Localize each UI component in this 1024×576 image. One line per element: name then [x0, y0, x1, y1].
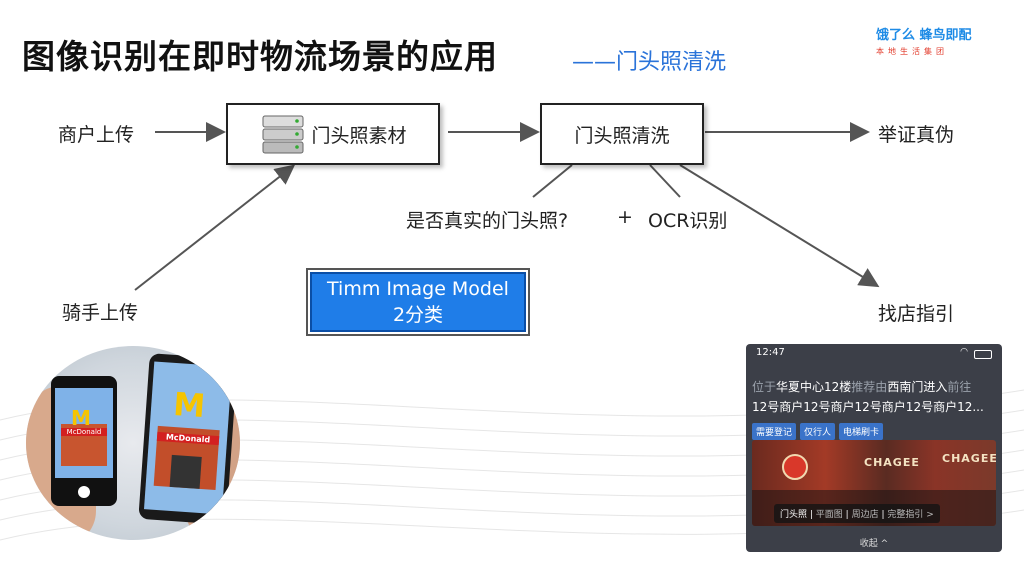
- location-place: 华夏中心12楼: [776, 380, 852, 394]
- phone-left: McDonald M: [51, 376, 117, 506]
- model-name: Timm Image Model: [327, 278, 509, 300]
- phone-right: McDonald M: [138, 353, 238, 525]
- page-title: 图像识别在即时物流场景的应用: [22, 37, 498, 76]
- label-plus: +: [617, 206, 633, 228]
- line-cleaning-to-ocr: [649, 164, 681, 198]
- image-tabs: 门头照 | 平面图 | 周边店 | 完整指引 >: [774, 504, 940, 523]
- phone-photo: McDonald M McDonald M: [26, 346, 240, 540]
- server-icon: [262, 115, 304, 154]
- timm-model-box: Timm Image Model 2分类: [306, 268, 530, 336]
- location-prefix: 位于: [752, 380, 777, 394]
- store-guide-card: 12:47 ◠ 位于华夏中心12楼推荐由西南门进入前往 12号商户12号商户12…: [746, 344, 1002, 552]
- label-rider-upload: 骑手上传: [62, 302, 139, 324]
- location-recommend: 推荐由: [851, 380, 888, 394]
- logo-text: 饿了么 蜂鸟即配: [876, 28, 972, 43]
- brand-logo: 饿了么 蜂鸟即配 本地生活集团: [876, 24, 996, 64]
- location-goto: 前往: [947, 380, 972, 394]
- tab-full-guide[interactable]: 完整指引 >: [887, 510, 934, 520]
- chagee-sign-2: CHAGEE: [942, 452, 996, 465]
- mcd-sign-left: McDonald: [61, 428, 107, 436]
- cleaning-label: 门头照清洗: [574, 124, 670, 147]
- material-box: 门头照素材: [226, 103, 440, 165]
- location-line: 位于华夏中心12楼推荐由西南门进入前往: [752, 378, 971, 395]
- tab-storefront[interactable]: 门头照: [780, 510, 808, 520]
- logo-subtext: 本地生活集团: [876, 47, 948, 56]
- status-bar: 12:47 ◠: [756, 347, 992, 361]
- label-ocr: OCR识别: [648, 210, 728, 232]
- arrow-cleaning-to-store-guide: [679, 164, 880, 288]
- tab-floor-plan[interactable]: 平面图: [815, 510, 843, 520]
- tab-nearby[interactable]: 周边店: [851, 510, 879, 520]
- tag-registration: 需要登记: [752, 423, 797, 440]
- label-merchant-upload: 商户上传: [58, 124, 135, 146]
- cleaning-box: 门头照清洗: [540, 103, 704, 165]
- status-time: 12:47: [756, 347, 785, 358]
- arrow-rider-to-material: [134, 164, 296, 291]
- store-list-line: 12号商户12号商户12号商户12号商户12...: [752, 400, 984, 414]
- label-store-guide: 找店指引: [878, 303, 955, 325]
- collapse-button[interactable]: 收起 ^: [859, 539, 889, 549]
- tag-elevator: 电梯刷卡: [839, 423, 884, 440]
- tag-row: 需要登记仅行人电梯刷卡: [752, 420, 887, 440]
- tag-pedestrian: 仅行人: [800, 423, 836, 440]
- location-gate: 西南门进入: [887, 380, 948, 394]
- wifi-icon: ◠: [960, 347, 968, 357]
- chagee-sign-1: CHAGEE: [864, 456, 920, 469]
- page-subtitle: ——门头照清洗: [572, 50, 727, 75]
- label-evidence: 举证真伪: [878, 124, 955, 146]
- line-cleaning-to-question: [532, 164, 573, 198]
- battery-icon: [974, 350, 992, 359]
- material-label: 门头照素材: [311, 124, 407, 147]
- model-task: 2分类: [392, 304, 444, 326]
- label-real-photo-question: 是否真实的门头照?: [406, 210, 569, 232]
